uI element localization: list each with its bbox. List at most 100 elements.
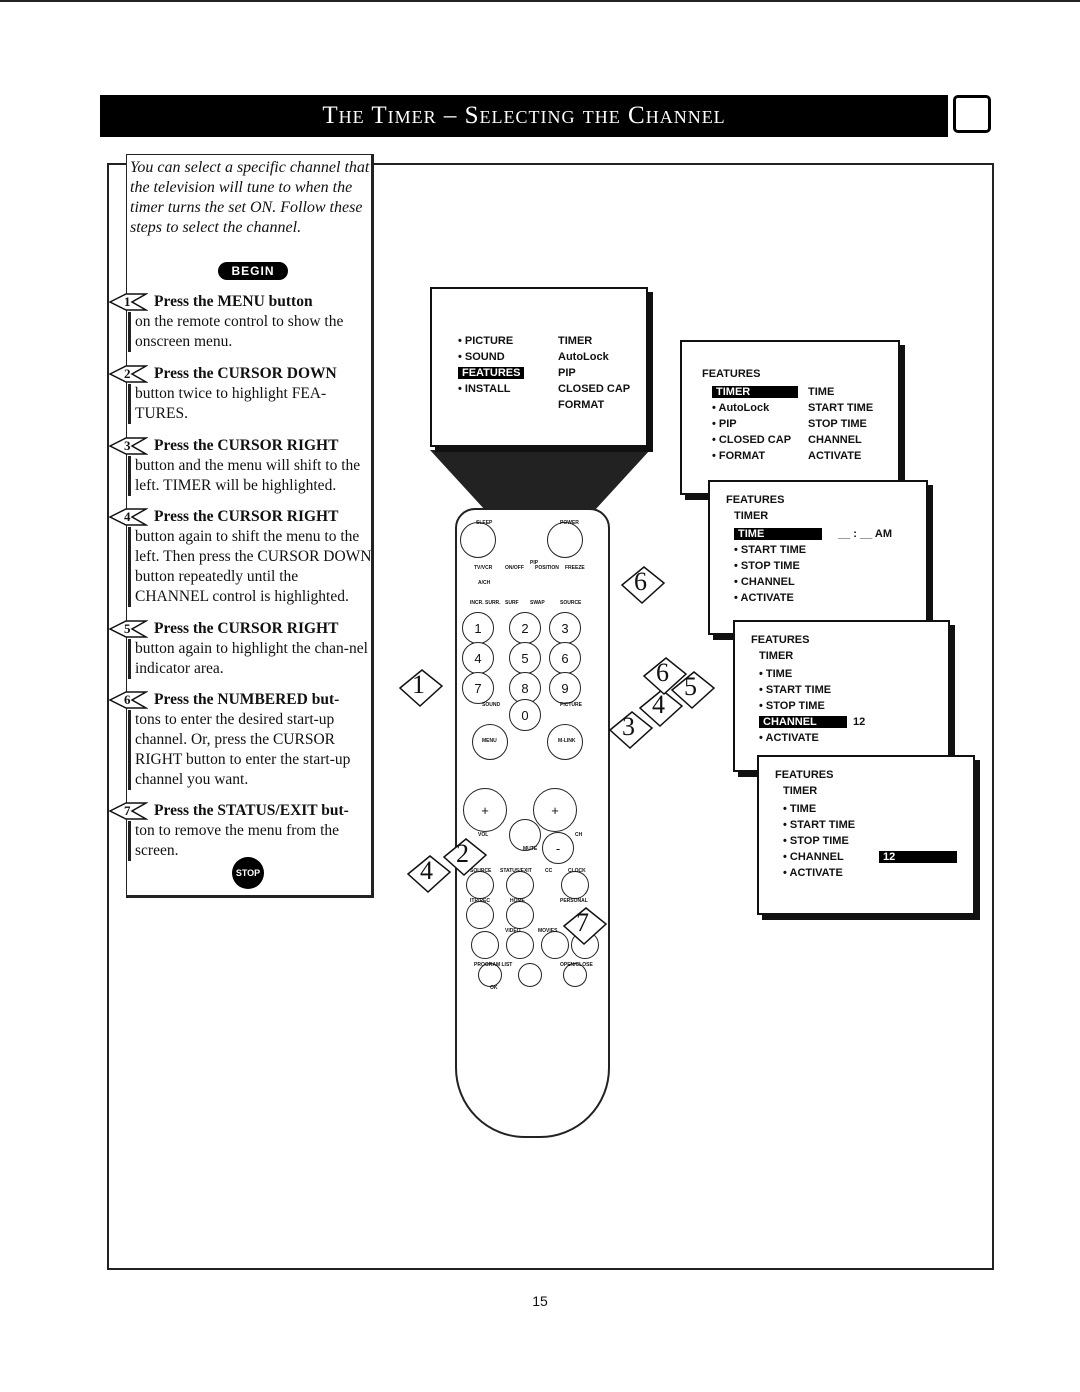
remote-button: 9 [549, 672, 581, 704]
callout-diamond-icon [406, 855, 452, 894]
remote-button: 0 [509, 699, 541, 731]
callout-diamond-icon [670, 671, 716, 710]
menu-item: • CLOSED CAP [712, 434, 792, 446]
remote-label: M-LINK [558, 738, 576, 744]
callout-diamond-icon [642, 657, 688, 696]
remote-button [518, 963, 542, 987]
step-body: button twice to highlight FEA-TURES. [128, 384, 374, 424]
menu-item: • INSTALL [458, 383, 511, 395]
remote-label: PICTURE [560, 702, 582, 708]
remote-label: SWAP [530, 600, 545, 606]
menu-item: • ACTIVATE [783, 867, 843, 879]
remote-label: CC [545, 868, 553, 874]
submenu-item: ACTIVATE [808, 450, 862, 462]
remote-label: OPEN/CLOSE [560, 962, 593, 968]
step-heading: Press the MENU button [154, 293, 313, 310]
step-heading: Press the STATUS/EXIT but- [154, 802, 349, 819]
menu-item: TIME [734, 528, 822, 540]
step-arrow-icon [108, 293, 148, 311]
menu-item: • TIME [759, 668, 793, 680]
page-number: 15 [532, 1293, 548, 1309]
menu-item: • CHANNEL [783, 851, 844, 863]
begin-badge: BEGIN [218, 262, 288, 280]
submenu-item: FORMAT [558, 399, 605, 411]
callout-number: 3 [622, 712, 635, 741]
screen-subheader: TIMER [734, 510, 769, 522]
remote-label: POSITION [535, 565, 559, 571]
remote-label: SOURCE [560, 600, 582, 606]
step-arrow-icon [108, 620, 148, 638]
step-body: on the remote control to show the onscre… [128, 312, 374, 352]
remote-label: MENU [482, 738, 497, 744]
remote-label: A/CH [478, 580, 491, 586]
callout-diamond-icon [608, 711, 654, 750]
menu-item: • CHANNEL [734, 576, 795, 588]
remote-button [460, 522, 496, 558]
callout-number: 1 [412, 670, 425, 699]
remote-label: PERSONAL [560, 898, 588, 904]
menu-item: • START TIME [783, 819, 856, 831]
screen-header: FEATURES [775, 769, 834, 781]
remote-button [472, 724, 508, 760]
step-heading: Press the NUMBERED but- [154, 691, 340, 708]
menu-item: • FORMAT [712, 450, 766, 462]
remote-label: ON/OFF [505, 565, 524, 571]
stop-sign-icon: STOP [232, 857, 264, 889]
page-title: The Timer – Selecting the Channel [100, 95, 948, 137]
callout-diamond-icon [620, 566, 666, 605]
step-body: button and the menu will shift to the le… [128, 456, 374, 496]
menu-item: • ACTIVATE [759, 732, 819, 744]
screen-header: FEATURES [702, 368, 761, 380]
remote-button [547, 522, 583, 558]
menu-item: • ACTIVATE [734, 592, 794, 604]
remote-label: SOURCE [470, 868, 492, 874]
remote-button: 1 [462, 612, 494, 644]
menu-item: • START TIME [734, 544, 807, 556]
remote-button: 2 [509, 612, 541, 644]
submenu-item: CHANNEL [808, 434, 862, 446]
remote-button: + [463, 788, 507, 832]
remote-button [506, 931, 534, 959]
remote-label: ITR/REC [470, 898, 490, 904]
step-heading: Press the CURSOR RIGHT [154, 508, 339, 525]
step-heading: Press the CURSOR RIGHT [154, 620, 339, 637]
remote-label: INCR. SURR. [470, 600, 501, 606]
step-arrow-icon [108, 802, 148, 820]
channel-value: 12 [879, 851, 957, 863]
remote-button [466, 901, 494, 929]
remote-label: SURF [505, 600, 519, 606]
remote-label: STATUS/EXIT [500, 868, 532, 874]
step-body: button again to highlight the chan-nel i… [128, 639, 374, 679]
menu-item: • STOP TIME [783, 835, 849, 847]
remote-button [563, 963, 587, 987]
submenu-item: TIME [808, 386, 835, 398]
remote-button [509, 819, 541, 851]
remote-label: CLOCK [568, 868, 586, 874]
remote-button [506, 871, 534, 899]
remote-label: PROGRAM LIST [474, 962, 513, 968]
remote-button: 4 [462, 642, 494, 674]
remote-button [547, 724, 583, 760]
channel-value: 12 [853, 716, 866, 728]
submenu-item: AutoLock [558, 351, 609, 363]
submenu-item: PIP [558, 367, 576, 379]
menu-item: CHANNEL [759, 716, 847, 728]
remote-label: SOUND [482, 702, 501, 708]
callout-number: 5 [684, 672, 697, 701]
submenu-item: CLOSED CAP [558, 383, 631, 395]
remote-button [506, 901, 534, 929]
screen-subheader: TIMER [783, 785, 818, 797]
callout-number: 6 [656, 658, 669, 687]
callout-number: 2 [456, 839, 469, 868]
remote-button: 7 [462, 672, 494, 704]
step-number: 4 [124, 509, 131, 524]
remote-label: MOVIES [538, 928, 558, 934]
